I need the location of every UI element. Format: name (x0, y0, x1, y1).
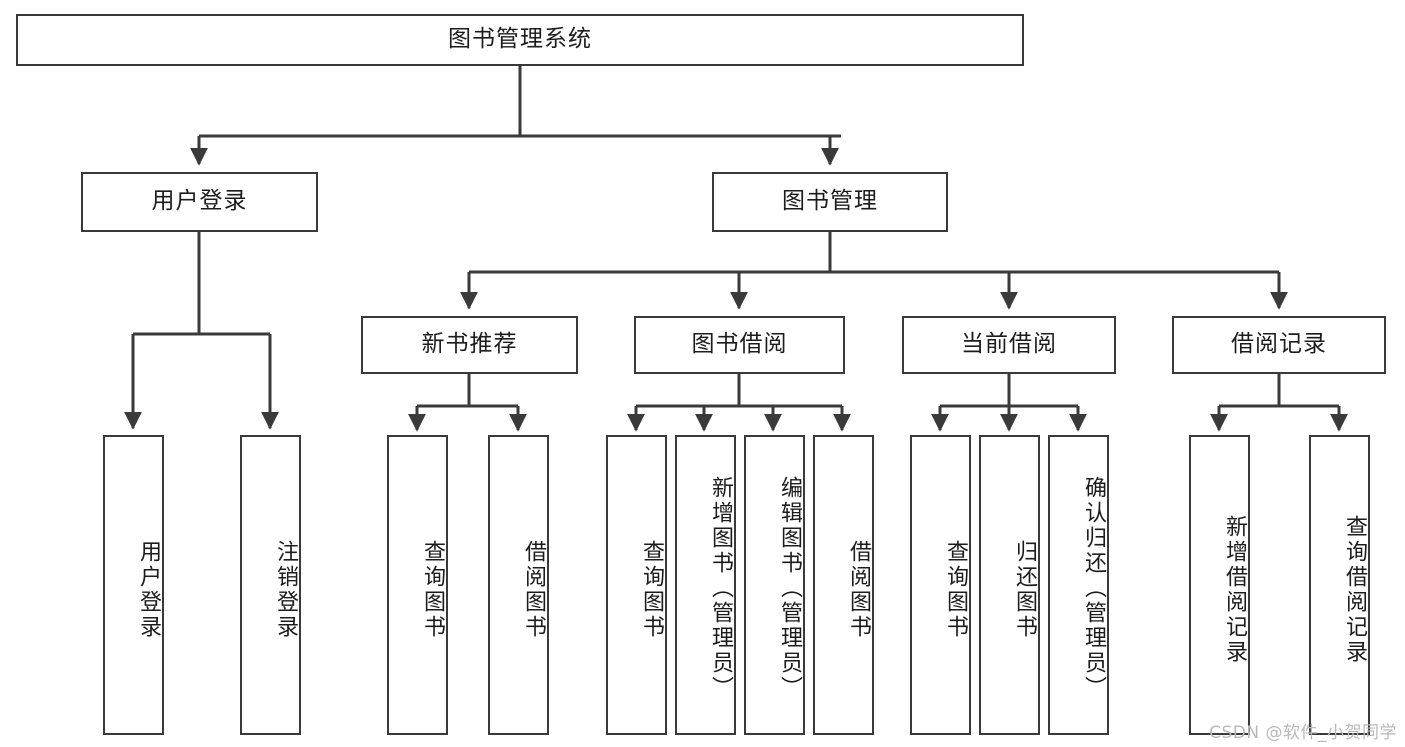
node-label: 用户登录 (136, 540, 161, 640)
node-label: 查询图书 (639, 540, 664, 640)
leaf-edit-book-admin[interactable]: 编辑图书（管理员） (744, 435, 805, 735)
node-label: 图书管理 (782, 188, 878, 215)
leaf-confirm-return-admin[interactable]: 确认归还（管理员） (1048, 435, 1109, 735)
node-label: 注销登录 (273, 540, 298, 640)
leaf-borrow-book-recommend[interactable]: 借阅图书 (488, 435, 549, 735)
node-label: 确认归还（管理员） (1081, 475, 1106, 701)
leaf-query-borrow-record[interactable]: 查询借阅记录 (1309, 435, 1370, 735)
node-label: 归还图书 (1012, 540, 1037, 640)
node-label: 新增借阅记录 (1222, 515, 1247, 665)
node-label: 新书推荐 (421, 331, 518, 358)
leaf-borrow-book[interactable]: 借阅图书 (813, 435, 874, 735)
node-label: 用户登录 (151, 188, 248, 215)
node-label: 新增图书（管理员） (708, 475, 733, 701)
node-new-book-recommend[interactable]: 新书推荐 (361, 316, 578, 374)
node-label: 当前借阅 (961, 331, 1057, 358)
leaf-query-book-recommend[interactable]: 查询图书 (387, 435, 448, 735)
watermark: CSDN @软件_小贺同学 (1209, 723, 1397, 743)
node-label: 查询图书 (420, 540, 445, 640)
node-root-system[interactable]: 图书管理系统 (16, 14, 1024, 66)
node-label: 查询借阅记录 (1342, 515, 1367, 665)
node-book-management[interactable]: 图书管理 (712, 172, 948, 232)
node-label: 借阅图书 (521, 540, 546, 640)
node-label: 编辑图书（管理员） (777, 475, 802, 701)
leaf-return-book[interactable]: 归还图书 (979, 435, 1040, 735)
leaf-query-book-current[interactable]: 查询图书 (910, 435, 971, 735)
leaf-logout[interactable]: 注销登录 (240, 435, 301, 735)
node-label: 图书管理系统 (448, 26, 592, 53)
node-label: 图书借阅 (691, 331, 788, 358)
leaf-add-book-admin[interactable]: 新增图书（管理员） (675, 435, 736, 735)
node-book-borrow[interactable]: 图书借阅 (634, 316, 845, 374)
leaf-query-book-borrow[interactable]: 查询图书 (606, 435, 667, 735)
node-user-login[interactable]: 用户登录 (81, 172, 318, 232)
leaf-user-login[interactable]: 用户登录 (103, 435, 164, 735)
node-label: 查询图书 (943, 540, 968, 640)
node-label: 借阅记录 (1231, 331, 1327, 358)
node-borrow-record[interactable]: 借阅记录 (1172, 316, 1386, 374)
leaf-add-borrow-record[interactable]: 新增借阅记录 (1189, 435, 1250, 735)
node-label: 借阅图书 (846, 540, 871, 640)
node-current-borrow[interactable]: 当前借阅 (902, 316, 1116, 374)
